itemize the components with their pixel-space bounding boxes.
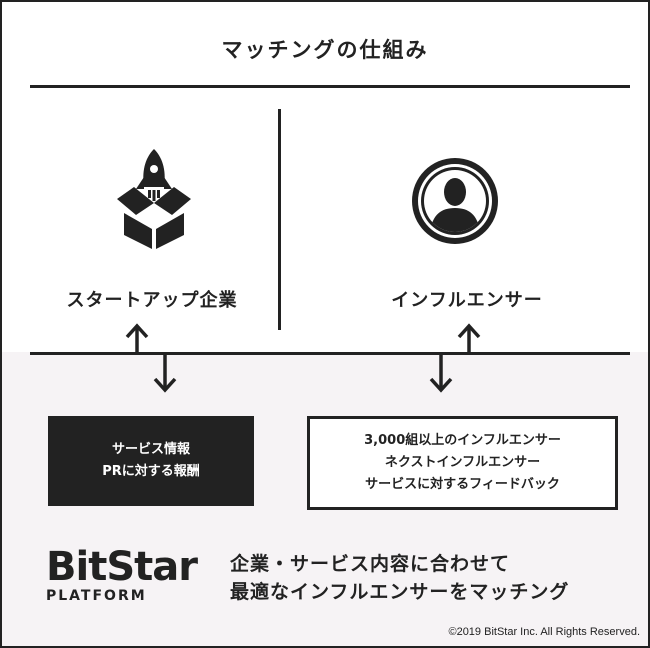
- influencer-offer-line: 3,000組以上のインフルエンサー: [364, 433, 561, 448]
- diagram-title: マッチングの仕組み: [221, 38, 429, 62]
- right-arrows-icon: [429, 323, 481, 393]
- tagline: 企業・サービス内容に合わせて 最適なインフルエンサーをマッチング: [230, 550, 569, 606]
- rocket-box-icon: [117, 149, 191, 249]
- logo-main-text: BitStar: [46, 544, 198, 590]
- center-divider: [278, 109, 281, 330]
- bitstar-logo: BitStar PLATFORM: [46, 544, 198, 604]
- startup-offer-line: サービス情報: [111, 442, 190, 457]
- tagline-line: 最適なインフルエンサーをマッチング: [230, 581, 570, 603]
- influencer-offer-box: 3,000組以上のインフルエンサー ネクストインフルエンサー サービスに対するフ…: [307, 416, 618, 510]
- influencer-label: インフルエンサー: [391, 290, 543, 311]
- left-arrows-icon: [125, 323, 177, 393]
- tagline-line: 企業・サービス内容に合わせて: [230, 553, 511, 575]
- influencer-offer-line: ネクストインフルエンサー: [384, 455, 541, 470]
- startup-offer-box: サービス情報 PRに対する報酬: [48, 416, 254, 506]
- startup-label: スタートアップ企業: [66, 290, 238, 311]
- copyright-text: ©2019 BitStar Inc. All Rights Reserved.: [448, 626, 640, 638]
- title-divider: [30, 85, 630, 88]
- person-avatar-icon: [412, 158, 498, 244]
- startup-offer-line: PRに対する報酬: [102, 464, 200, 479]
- logo-sub-text: PLATFORM: [46, 588, 147, 604]
- middle-divider: [30, 352, 630, 355]
- influencer-offer-line: サービスに対するフィードバック: [365, 477, 560, 492]
